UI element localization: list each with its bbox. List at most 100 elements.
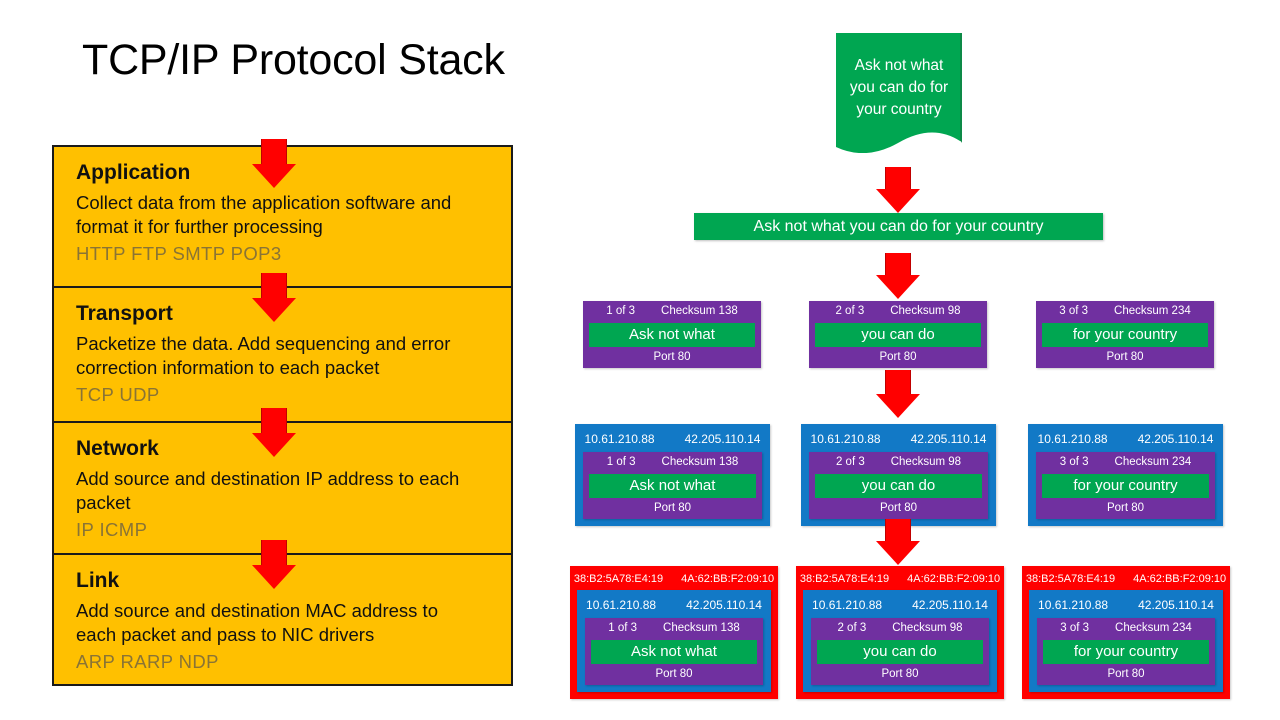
sequence-label: 1 of 3 [606, 456, 636, 468]
source-ip: 10.61.210.88 [1037, 432, 1108, 446]
payload-text: you can do [815, 473, 982, 498]
down-arrow-icon-app [252, 139, 296, 188]
ip-header: 10.61.210.88 42.205.110.14 [1037, 595, 1215, 618]
network-packet: 10.61.210.88 42.205.110.14 3 of 3 Checks… [1029, 590, 1223, 692]
source-mac: 38:B2:5A78:E4:19 [1025, 573, 1116, 585]
link-frame: 38:B2:5A78:E4:19 4A:62:BB:F2:09:10 10.61… [1022, 566, 1230, 699]
down-arrow-icon-to-segments [876, 253, 920, 299]
ip-header: 10.61.210.88 42.205.110.14 [809, 429, 988, 452]
source-mac: 38:B2:5A78:E4:19 [573, 573, 664, 585]
port-label: Port 80 [655, 667, 693, 680]
transport-segment: 1 of 3 Checksum 138 Ask not what Port 80 [585, 618, 763, 685]
quote-bubble-shape [836, 33, 962, 153]
sequence-label: 2 of 3 [837, 622, 867, 634]
payload-text: for your country [1042, 322, 1208, 347]
down-arrow-icon-to-banner [876, 167, 920, 213]
checksum-label: Checksum 98 [890, 305, 961, 317]
port-label: Port 80 [653, 501, 692, 514]
payload-text: Ask not what [591, 639, 757, 664]
transport-header: 1 of 3 Checksum 138 [583, 452, 762, 474]
payload-text: you can do [815, 322, 981, 347]
port-label: Port 80 [881, 667, 919, 680]
network-packet: 10.61.210.88 42.205.110.14 1 of 3 Checks… [577, 590, 771, 692]
sequence-label: 2 of 3 [835, 456, 865, 468]
checksum-label: Checksum 234 [1115, 622, 1192, 634]
layer-name: Application [76, 161, 191, 184]
source-ip: 10.61.210.88 [810, 432, 881, 446]
destination-ip: 42.205.110.14 [910, 432, 987, 446]
ip-header: 10.61.210.88 42.205.110.14 [1036, 429, 1215, 452]
down-arrow-icon-transport [252, 273, 296, 322]
payload-text: Ask not what [589, 322, 755, 347]
sequence-label: 3 of 3 [1059, 456, 1089, 468]
mac-header: 38:B2:5A78:E4:19 4A:62:BB:F2:09:10 [573, 570, 775, 590]
checksum-label: Checksum 138 [663, 622, 740, 634]
transport-segment: 2 of 3 Checksum 98 you can do Port 80 [809, 452, 988, 519]
destination-ip: 42.205.110.14 [912, 598, 988, 612]
link-frame: 38:B2:5A78:E4:19 4A:62:BB:F2:09:10 10.61… [570, 566, 778, 699]
transport-header: 3 of 3 Checksum 234 [1037, 618, 1215, 640]
port-label: Port 80 [879, 350, 917, 363]
payload-text: you can do [817, 639, 983, 664]
destination-ip: 42.205.110.14 [1138, 598, 1214, 612]
destination-mac: 4A:62:BB:F2:09:10 [907, 573, 1001, 585]
payload-text: Ask not what [589, 473, 756, 498]
network-packet: 10.61.210.88 42.205.110.14 1 of 3 Checks… [575, 424, 770, 526]
sequence-label: 1 of 3 [608, 622, 638, 634]
network-packet: 10.61.210.88 42.205.110.14 2 of 3 Checks… [803, 590, 997, 692]
quote-line: your country [856, 101, 942, 118]
layer-description: Add source and destination IP address to… [76, 468, 460, 514]
segment-3[interactable]: 3 of 3 Checksum 234 for your country Por… [1036, 301, 1214, 368]
port-label: Port 80 [1106, 501, 1145, 514]
stack-layer-transport[interactable]: Transport Packetize the data. Add sequen… [54, 288, 511, 423]
down-arrow-icon-to-frames [876, 519, 920, 565]
port-label: Port 80 [1107, 667, 1145, 680]
transport-segment: 3 of 3 Checksum 234 for your country Por… [1037, 618, 1215, 685]
ip-header: 10.61.210.88 42.205.110.14 [583, 429, 762, 452]
packet-3[interactable]: 10.61.210.88 42.205.110.14 3 of 3 Checks… [1028, 424, 1223, 526]
quote-bubble: Ask not what you can do for your country [836, 33, 962, 153]
transport-header: 1 of 3 Checksum 138 [583, 301, 761, 323]
transport-segment: 2 of 3 Checksum 98 you can do Port 80 [811, 618, 989, 685]
destination-mac: 4A:62:BB:F2:09:10 [681, 573, 775, 585]
payload-text: for your country [1043, 639, 1209, 664]
transport-segment: 3 of 3 Checksum 234 for your country Por… [1036, 301, 1214, 368]
frame-3[interactable]: 38:B2:5A78:E4:19 4A:62:BB:F2:09:10 10.61… [1022, 566, 1230, 699]
source-ip: 10.61.210.88 [1038, 598, 1109, 612]
segment-2[interactable]: 2 of 3 Checksum 98 you can do Port 80 [809, 301, 987, 368]
checksum-label: Checksum 98 [892, 622, 963, 634]
layer-protocols: IP ICMP [76, 519, 148, 541]
down-arrow-icon-to-packets [876, 370, 920, 418]
transport-segment: 1 of 3 Checksum 138 Ask not what Port 80 [583, 452, 762, 519]
segment-1[interactable]: 1 of 3 Checksum 138 Ask not what Port 80 [583, 301, 761, 368]
ip-header: 10.61.210.88 42.205.110.14 [585, 595, 763, 618]
sequence-label: 3 of 3 [1059, 305, 1089, 317]
port-label: Port 80 [879, 501, 918, 514]
quote-line: Ask not what [854, 57, 944, 74]
sequence-label: 1 of 3 [606, 305, 636, 317]
layer-description: Packetize the data. Add sequencing and e… [76, 333, 451, 379]
source-ip: 10.61.210.88 [586, 598, 657, 612]
packet-2[interactable]: 10.61.210.88 42.205.110.14 2 of 3 Checks… [801, 424, 996, 526]
transport-segment: 3 of 3 Checksum 234 for your country Por… [1036, 452, 1215, 519]
transport-header: 2 of 3 Checksum 98 [811, 618, 989, 640]
frame-1[interactable]: 38:B2:5A78:E4:19 4A:62:BB:F2:09:10 10.61… [570, 566, 778, 699]
layer-name: Link [76, 569, 120, 592]
destination-ip: 42.205.110.14 [684, 432, 761, 446]
frame-2[interactable]: 38:B2:5A78:E4:19 4A:62:BB:F2:09:10 10.61… [796, 566, 1004, 699]
packet-1[interactable]: 10.61.210.88 42.205.110.14 1 of 3 Checks… [575, 424, 770, 526]
checksum-label: Checksum 138 [661, 305, 738, 317]
ip-header: 10.61.210.88 42.205.110.14 [811, 595, 989, 618]
checksum-label: Checksum 98 [890, 456, 962, 468]
mac-header: 38:B2:5A78:E4:19 4A:62:BB:F2:09:10 [800, 570, 1001, 590]
source-ip: 10.61.210.88 [584, 432, 655, 446]
stack-layer-link[interactable]: Link Add source and destination MAC addr… [54, 555, 511, 684]
port-label: Port 80 [653, 350, 691, 363]
network-packet: 10.61.210.88 42.205.110.14 2 of 3 Checks… [801, 424, 996, 526]
page-title: TCP/IP Protocol Stack [82, 36, 505, 84]
sequence-label: 2 of 3 [835, 305, 865, 317]
layer-description: Collect data from the application softwa… [76, 192, 452, 238]
destination-ip: 42.205.110.14 [1137, 432, 1214, 446]
transport-header: 3 of 3 Checksum 234 [1036, 301, 1214, 323]
